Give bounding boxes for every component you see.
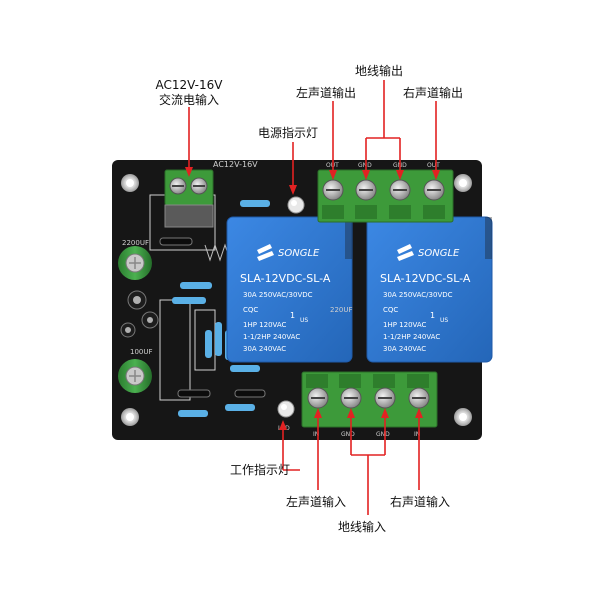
relay-left-spec2: 1HP 120VAC: [243, 321, 287, 329]
silk-gnd-3: GND: [341, 431, 355, 438]
heatsink: [204, 243, 231, 262]
relay-right-spec1: 30A 250VAC/30VDC: [383, 291, 453, 299]
input-terminal-block: [301, 371, 438, 428]
label-work-indicator: 工作指示灯: [230, 463, 291, 477]
small-capacitors: [120, 290, 159, 338]
relay-left-ul: 1: [290, 311, 295, 320]
relay-left-cqc: CQC: [243, 306, 258, 314]
relay-left-spec3: 1-1/2HP 240VAC: [243, 333, 300, 341]
relay-right: SONGLE SLA-12VDC-SL-A 30A 250VAC/30VDC C…: [366, 216, 493, 363]
relay-left: SONGLE SLA-12VDC-SL-A 30A 250VAC/30VDC C…: [226, 216, 353, 363]
mounting-holes: [121, 174, 472, 426]
relay-left-brand: SONGLE: [278, 248, 320, 259]
relay-right-spec4: 30A 240VAC: [383, 345, 426, 353]
ac-input-terminal: [164, 169, 214, 228]
capacitor-2200uf: [118, 246, 152, 280]
board-label-cap3: 220UF: [330, 306, 353, 314]
label-ac-input: 交流电输入: [158, 93, 219, 107]
silk-in-left: IN: [313, 431, 319, 438]
label-left-channel-input: 左声道输入: [286, 495, 347, 509]
power-led: [287, 196, 305, 214]
work-led: [277, 400, 295, 418]
relay-left-spec4: 30A 240VAC: [243, 345, 286, 353]
silk-gnd-1: GND: [358, 162, 372, 169]
resistors: [172, 200, 270, 417]
output-terminal-block: [317, 169, 454, 223]
label-left-channel-output: 左声道输出: [296, 86, 357, 100]
silk-in-right: IN: [414, 431, 420, 438]
board-label-ac: AC12V-16V: [213, 160, 258, 169]
label-right-channel-input: 右声道输入: [390, 495, 451, 509]
label-ac-input-voltage: AC12V-16V: [155, 78, 223, 92]
capacitor-100uf: [118, 359, 152, 393]
relay-right-spec3: 1-1/2HP 240VAC: [383, 333, 440, 341]
label-ground-output: 地线输出: [355, 64, 404, 78]
board-label-cap2: 100UF: [130, 348, 153, 356]
relay-left-spec1: 30A 250VAC/30VDC: [243, 291, 313, 299]
silk-out-right: OUT: [427, 162, 440, 169]
label-power-indicator: 电源指示灯: [258, 126, 319, 140]
diodes: [159, 237, 266, 398]
annotation-lines: [185, 80, 440, 515]
label-ground-input: 地线输入: [338, 520, 387, 534]
relay-right-model: SLA-12VDC-SL-A: [380, 272, 471, 285]
silk-gnd-4: GND: [376, 431, 390, 438]
relay-left-us: US: [300, 317, 308, 324]
input-silk-labels: IN GND GND IN: [313, 431, 420, 438]
board-label-cap1: 2200UF: [122, 239, 149, 247]
relay-left-model: SLA-12VDC-SL-A: [240, 272, 331, 285]
relay-right-brand: SONGLE: [418, 248, 460, 259]
relay-right-ul: 1: [430, 311, 435, 320]
relay-right-us: US: [440, 317, 448, 324]
relay-right-spec2: 1HP 120VAC: [383, 321, 427, 329]
relay-right-cqc: CQC: [383, 306, 398, 314]
label-right-channel-output: 右声道输出: [403, 86, 464, 100]
